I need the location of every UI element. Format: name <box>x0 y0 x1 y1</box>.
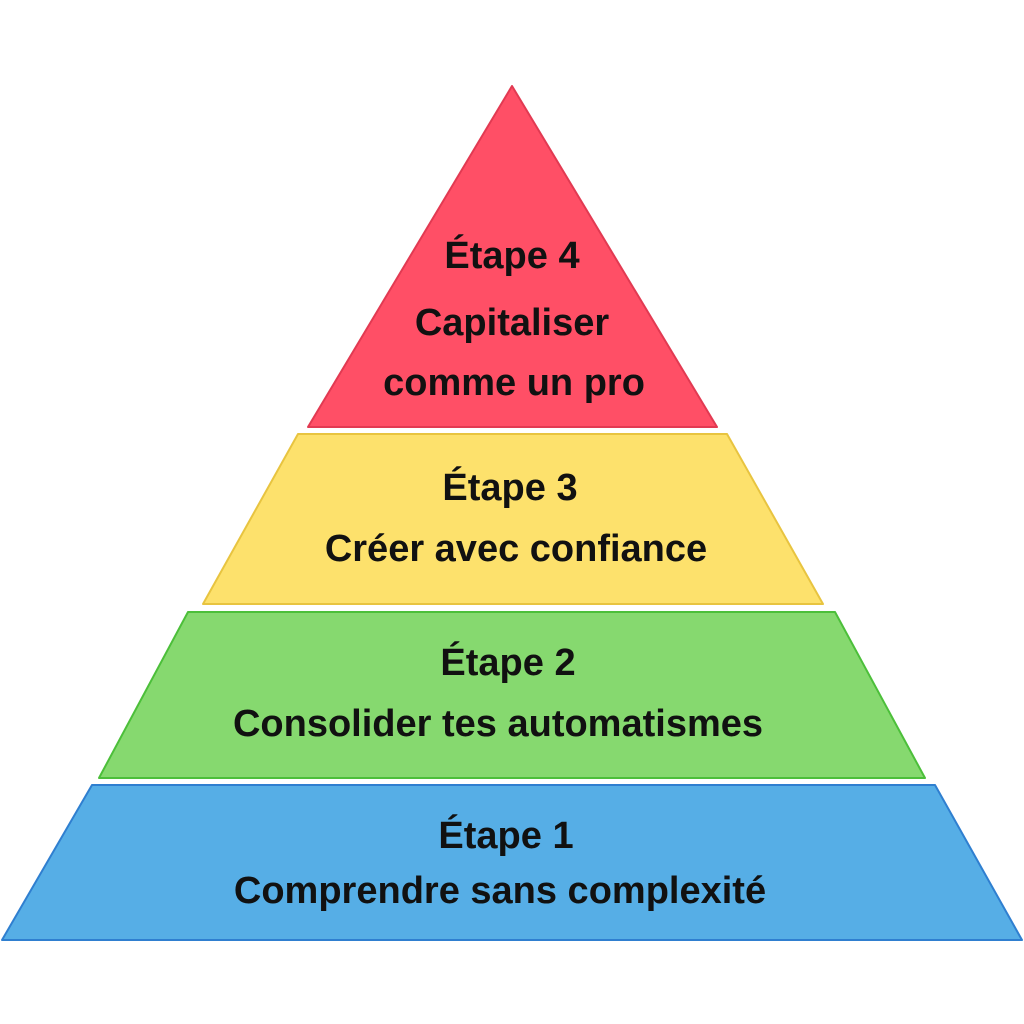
tier-stage-2 <box>98 611 926 779</box>
stage-4-title: Étape 4 <box>444 233 579 277</box>
tier-stage-3 <box>202 433 824 605</box>
stage-4-line-2: comme un pro <box>383 362 645 404</box>
stage-2-line-1: Consolider tes automatismes <box>233 703 763 745</box>
stage-3-line-1: Créer avec confiance <box>325 528 707 570</box>
stage-1-line-1: Comprendre sans complexité <box>234 870 766 912</box>
stage-3-title: Étape 3 <box>442 465 577 509</box>
tier-stage-4 <box>307 85 718 428</box>
tier-stage-1 <box>1 784 1023 941</box>
stage-4-line-1: Capitaliser <box>415 302 610 344</box>
stage-2-title: Étape 2 <box>440 640 575 684</box>
stage-1-title: Étape 1 <box>438 813 573 857</box>
